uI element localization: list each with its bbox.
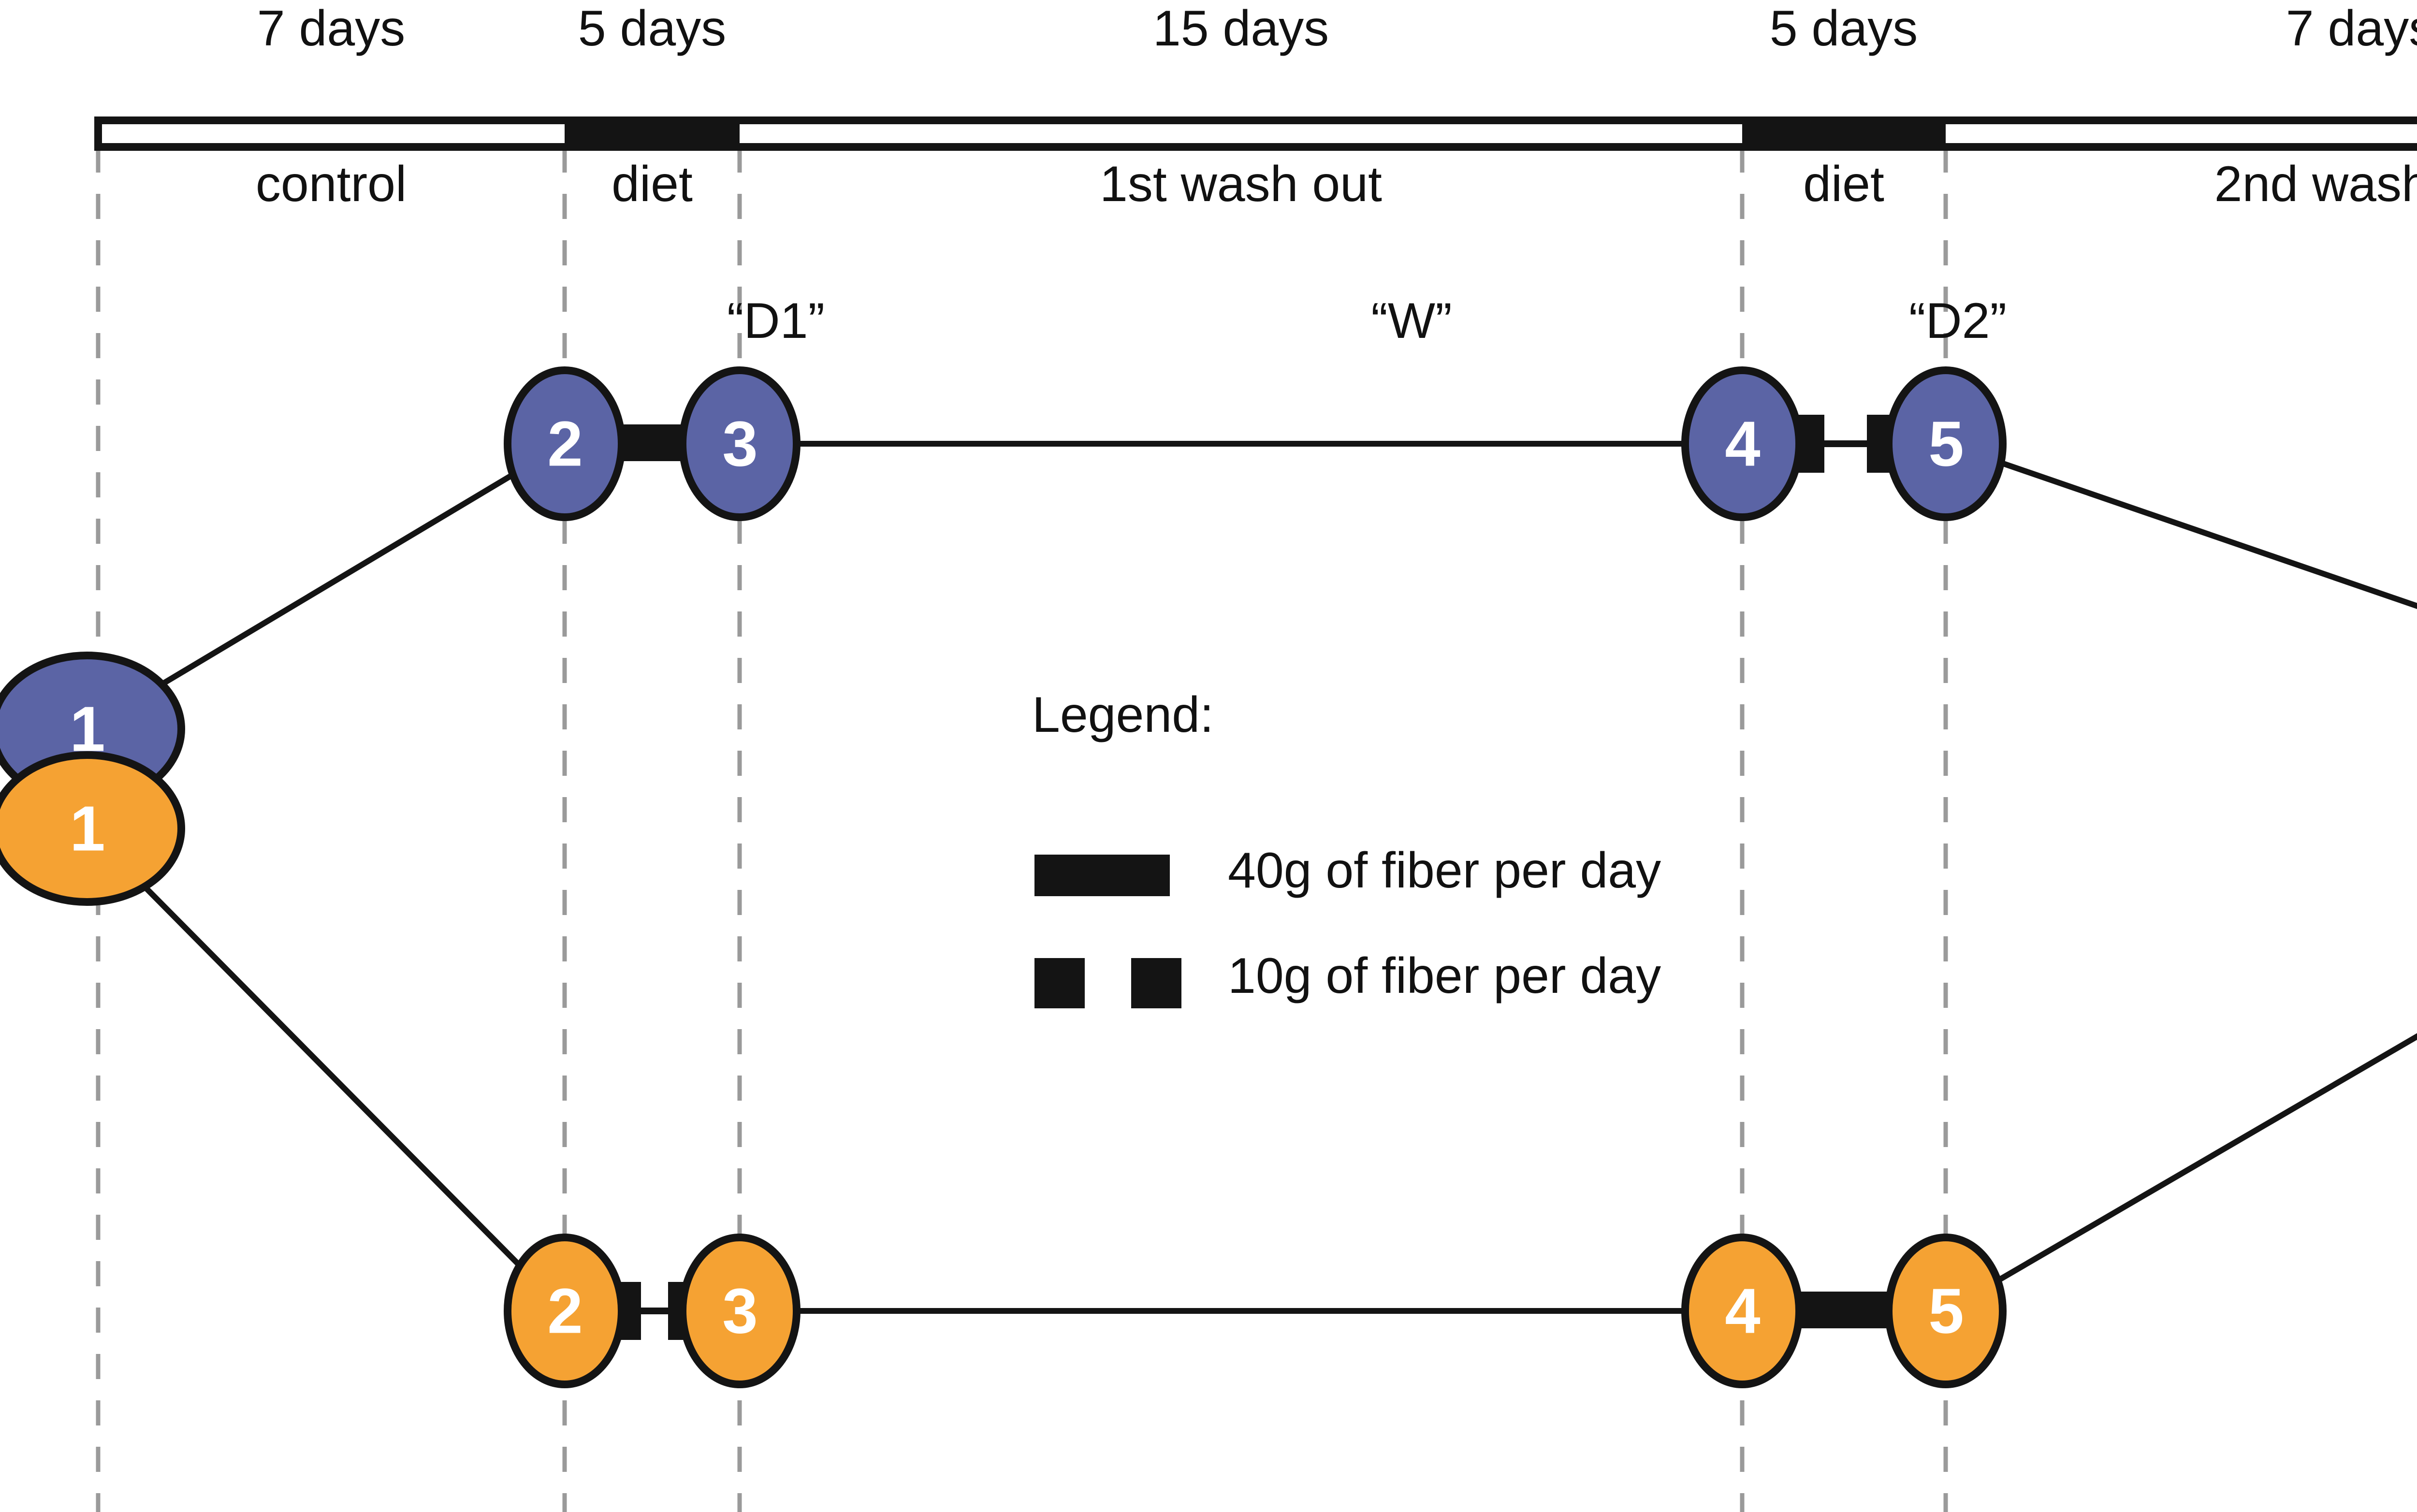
phase-boundary-guides xyxy=(96,147,1948,1512)
legend-item-label-40g: 40g of fiber per day xyxy=(1228,843,1661,899)
node-label-blue-2: 2 xyxy=(547,408,582,480)
node-blue-5[interactable] xyxy=(1885,366,2007,521)
timeline-bar xyxy=(94,116,2417,151)
legend-item-label-10g: 10g of fiber per day xyxy=(1228,948,1661,1004)
phase-label-diet2: diet xyxy=(1803,156,1884,212)
node-label-orange-1: 1 xyxy=(70,793,105,864)
node-label-orange-3: 3 xyxy=(722,1275,757,1347)
node-label-orange-2: 2 xyxy=(547,1275,582,1347)
segment-code-d1: “D1” xyxy=(727,293,825,349)
legend-solid-bar-swatch xyxy=(1034,855,1170,896)
node-orange-2[interactable] xyxy=(504,1234,626,1388)
legend-swatches xyxy=(1034,855,1181,1008)
node-orange-1[interactable] xyxy=(0,751,185,906)
duration-header-diet1: 5 days xyxy=(578,0,727,57)
segment-code-d2: “D2” xyxy=(1908,293,2007,349)
link-orange-1-2 xyxy=(85,826,567,1313)
arm-blue-links xyxy=(85,415,2417,732)
node-label-blue-1: 1 xyxy=(70,693,105,765)
legend-dashed-bar-swatch-a xyxy=(1034,958,1085,1008)
duration-header-washout2: 7 days xyxy=(2286,0,2417,57)
timeline-segment-diet1 xyxy=(565,116,740,151)
node-label-blue-3: 3 xyxy=(722,408,757,480)
phase-label-control: control xyxy=(255,156,407,212)
node-blue-4[interactable] xyxy=(1681,366,1803,521)
timeline-bar-outline xyxy=(94,116,2417,151)
node-orange-5[interactable] xyxy=(1885,1234,2007,1388)
node-blue-3[interactable] xyxy=(679,366,801,521)
duration-header-control: 7 days xyxy=(257,0,406,57)
node-orange-3[interactable] xyxy=(679,1234,801,1388)
node-label-orange-5: 5 xyxy=(1928,1275,1964,1347)
link-blue-5-6 xyxy=(1945,441,2417,609)
legend-dashed-bar-swatch-b xyxy=(1131,958,1181,1008)
phase-label-diet1: diet xyxy=(612,156,693,212)
link-orange-5-6 xyxy=(1944,1033,2417,1314)
node-blue-2[interactable] xyxy=(504,366,626,521)
arm-orange-links xyxy=(85,826,2417,1340)
phase-label-washout1: 1st wash out xyxy=(1100,156,1382,212)
node-label-orange-4: 4 xyxy=(1725,1275,1760,1347)
node-label-blue-4: 4 xyxy=(1725,408,1760,480)
link-blue-1-2 xyxy=(85,441,567,732)
node-orange-4[interactable] xyxy=(1681,1234,1803,1388)
legend-title: Legend: xyxy=(1032,687,1214,743)
duration-header-washout1: 15 days xyxy=(1152,0,1329,57)
phase-label-washout2: 2nd wash out xyxy=(2214,156,2417,212)
duration-header-diet2: 5 days xyxy=(1769,0,1918,57)
node-label-blue-5: 5 xyxy=(1928,408,1964,480)
segment-code-w: “W” xyxy=(1371,293,1452,349)
timeline-segment-diet2 xyxy=(1742,116,1946,151)
arm-orange-nodes xyxy=(0,751,2007,1388)
